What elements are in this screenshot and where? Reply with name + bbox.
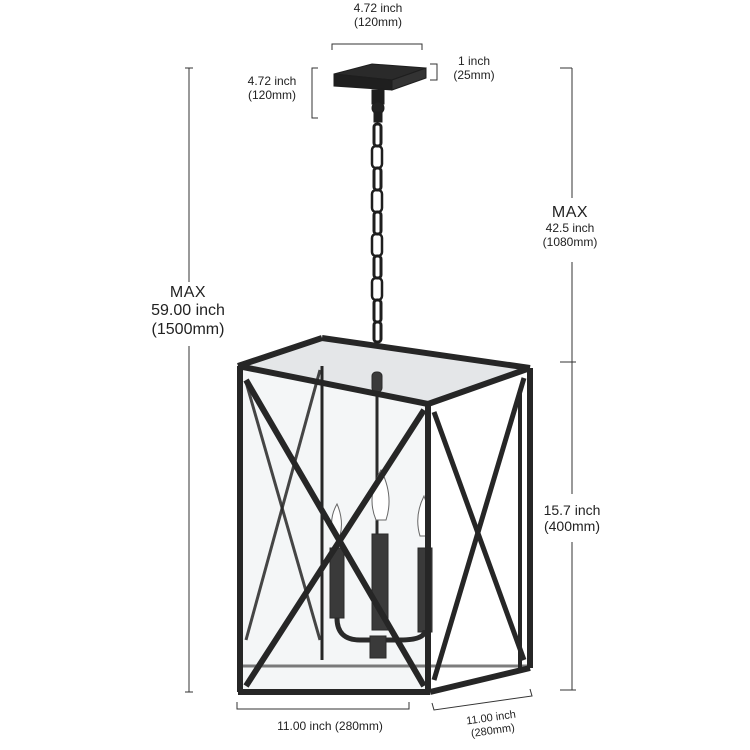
chain-max-mm: (1080mm) [542, 235, 598, 250]
lantern-frame [237, 335, 533, 695]
body-height-mm: (400mm) [543, 518, 600, 535]
canopy-depth-label: 4.72 inch (120mm) [228, 74, 316, 103]
dimension-lines [185, 43, 576, 711]
canopy-width-label: 4.72 inch (120mm) [334, 1, 422, 30]
overall-max-title: MAX [169, 284, 207, 301]
chain [370, 122, 384, 344]
canopy-height-inch: 1 inch [457, 54, 491, 68]
canopy-height-line [430, 63, 438, 81]
overall-max-inch: 59.00 inch [151, 302, 225, 320]
body-depth-line [431, 688, 533, 711]
overall-max-label: MAX 59.00 inch (1500mm) [130, 284, 246, 339]
chain-max-label: MAX 42.5 inch (1080mm) [528, 204, 612, 250]
body-width-text: 11.00 inch (280mm) [277, 719, 383, 733]
body-width-line [236, 702, 410, 710]
canopy-width-mm: (120mm) [353, 14, 402, 29]
canopy-depth-inch: 4.72 inch [247, 74, 297, 88]
canopy-height-mm: (25mm) [453, 67, 495, 82]
body-height-inch: 15.7 inch [543, 502, 601, 518]
canopy-width-line [331, 43, 423, 50]
body-width-label: 11.00 inch (280mm) [246, 719, 414, 734]
body-height-label: 15.7 inch (400mm) [530, 502, 614, 534]
canopy [333, 63, 427, 123]
canopy-height-label: 1 inch (25mm) [440, 54, 508, 83]
chain-max-inch: 42.5 inch [545, 221, 595, 236]
canopy-width-inch: 4.72 inch [353, 1, 403, 15]
chain-max-title: MAX [551, 204, 589, 221]
overall-max-mm: (1500mm) [151, 320, 225, 338]
canopy-depth-line [311, 67, 318, 119]
canopy-depth-mm: (120mm) [247, 87, 296, 102]
